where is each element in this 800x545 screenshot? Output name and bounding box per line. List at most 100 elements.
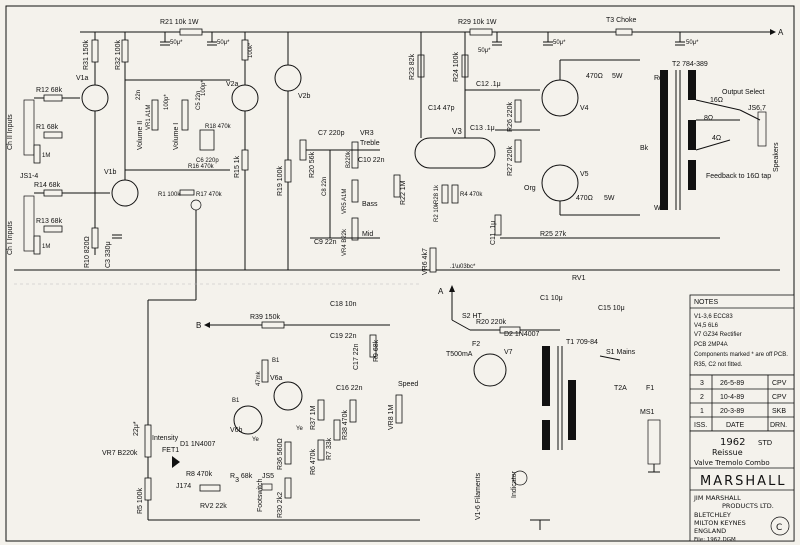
svg-text:22μ*: 22μ* xyxy=(133,421,140,436)
power-supply: A S2 HT R20 220k C1 10μ C15 10μ RV1 F2 T… xyxy=(438,275,661,530)
svg-text:R4 470k: R4 470k xyxy=(460,192,483,198)
svg-text:JS5: JS5 xyxy=(262,473,274,480)
svg-text:R6 470k: R6 470k xyxy=(310,448,317,475)
svg-text:S2 HT: S2 HT xyxy=(462,313,483,320)
svg-text:PCB 2MP4A: PCB 2MP4A xyxy=(694,342,728,348)
svg-text:100k*: 100k* xyxy=(248,42,254,58)
svg-text:Wh: Wh xyxy=(654,205,665,212)
svg-text:R25 27k: R25 27k xyxy=(540,231,567,238)
svg-text:R10 820Ω: R10 820Ω xyxy=(84,236,91,268)
svg-text:C1 10μ: C1 10μ xyxy=(540,295,563,302)
svg-text:VR4 B22k: VR4 B22k xyxy=(342,228,348,256)
svg-text:FET1: FET1 xyxy=(162,447,179,454)
svg-text:R13 68k: R13 68k xyxy=(36,218,63,225)
power-section: R26 220k R27 220k V4 V5 470Ω 5W 470Ω 5W … xyxy=(500,59,720,239)
svg-text:VR7 B220k: VR7 B220k xyxy=(102,450,138,457)
svg-text:R20 220k: R20 220k xyxy=(476,319,506,326)
svg-text:C6 220p: C6 220p xyxy=(196,158,219,164)
node-a-mid: A xyxy=(438,287,444,296)
svg-text:R1 68k: R1 68k xyxy=(36,124,59,131)
svg-text:C16 22n: C16 22n xyxy=(336,385,363,392)
svg-text:VR5 A1M: VR5 A1M xyxy=(342,189,348,214)
svg-text:2: 2 xyxy=(700,394,704,401)
svg-text:5W: 5W xyxy=(612,73,623,80)
svg-text:C7 220p: C7 220p xyxy=(318,130,345,137)
model-description: Valve Tremolo Combo xyxy=(694,459,770,467)
svg-text:Rd: Rd xyxy=(654,75,663,82)
svg-text:RV2 22k: RV2 22k xyxy=(200,503,227,510)
svg-text:D2 1N4007: D2 1N4007 xyxy=(504,331,540,338)
svg-text:C19 22n: C19 22n xyxy=(330,333,357,340)
svg-text:C5 22n: C5 22n xyxy=(196,91,202,110)
svg-text:R9 68k: R9 68k xyxy=(373,339,380,362)
valve-v6b xyxy=(233,405,263,435)
svg-text:50μ*: 50μ* xyxy=(553,40,566,46)
svg-text:V5: V5 xyxy=(580,171,589,178)
svg-text:4Ω: 4Ω xyxy=(712,135,721,142)
model-reissue: Reissue xyxy=(712,448,743,457)
svg-text:V1b: V1b xyxy=(104,169,117,176)
svg-text:D1 1N4007: D1 1N4007 xyxy=(180,441,216,448)
svg-text:V6a: V6a xyxy=(270,375,283,382)
svg-text:R24 100k: R24 100k xyxy=(453,52,460,82)
valve-v4 xyxy=(541,79,579,117)
svg-text:R35, C2 not fitted.: R35, C2 not fitted. xyxy=(694,362,743,368)
v1-stage: V1a V1b R31 150k R32 100k R10 820Ω C3 33… xyxy=(76,32,139,268)
svg-text:PRODUCTS LTD.: PRODUCTS LTD. xyxy=(722,502,774,510)
r29-label: R29 10k 1W xyxy=(458,19,497,26)
t3-choke-label: T3 Choke xyxy=(606,17,636,24)
svg-text:V3: V3 xyxy=(452,127,462,136)
svg-text:Output Select: Output Select xyxy=(722,89,764,96)
svg-text:MS1: MS1 xyxy=(640,409,655,416)
node-a-top: A xyxy=(778,28,784,37)
svg-text:R27 220k: R27 220k xyxy=(507,146,514,176)
svg-text:C15 10μ: C15 10μ xyxy=(598,305,625,312)
svg-text:R39 150k: R39 150k xyxy=(250,314,280,321)
svg-text:Speakers: Speakers xyxy=(773,142,780,172)
svg-text:T500mA: T500mA xyxy=(446,351,473,358)
svg-text:1M: 1M xyxy=(42,244,50,250)
svg-text:R12 68k: R12 68k xyxy=(36,87,63,94)
svg-text:VR3: VR3 xyxy=(360,130,374,137)
svg-text:S1 Mains: S1 Mains xyxy=(606,349,636,356)
notes-block: NOTES V1-3,6 ECC83 V4,5 6L6 V7 GZ34 Rect… xyxy=(689,294,795,376)
svg-text:C14 47p: C14 47p xyxy=(428,105,455,112)
svg-text:C13 .1μ: C13 .1μ xyxy=(470,125,495,132)
svg-text:V2b: V2b xyxy=(298,93,311,100)
svg-text:C17 22n: C17 22n xyxy=(353,343,360,370)
svg-text:C12 .1μ: C12 .1μ xyxy=(476,81,501,88)
svg-text:B1: B1 xyxy=(272,358,280,364)
svg-text:F1: F1 xyxy=(646,385,654,392)
svg-text:CPV: CPV xyxy=(772,394,787,401)
svg-text:C9 22n: C9 22n xyxy=(314,239,337,246)
svg-text:R14 68k: R14 68k xyxy=(34,182,61,189)
title-block: 1962 STD Reissue Valve Tremolo Combo MAR… xyxy=(689,430,795,543)
svg-text:C8 22n: C8 22n xyxy=(322,177,328,196)
svg-text:22n: 22n xyxy=(136,90,142,100)
svg-text:R1 100k: R1 100k xyxy=(158,192,181,198)
svg-text:1: 1 xyxy=(700,408,704,415)
svg-text:R7 33k: R7 33k xyxy=(326,437,333,460)
svg-text:Bk: Bk xyxy=(640,145,649,152)
drawing-border xyxy=(5,5,795,542)
model-std: STD xyxy=(758,439,772,447)
svg-text:R15 1k: R15 1k xyxy=(234,155,241,178)
svg-text:R2 10k: R2 10k xyxy=(434,202,440,222)
svg-text:50μ*: 50μ* xyxy=(217,40,230,46)
svg-text:16Ω: 16Ω xyxy=(710,97,723,104)
svg-text:Mid: Mid xyxy=(362,231,373,238)
svg-text:C18 10n: C18 10n xyxy=(330,301,357,308)
svg-text:B1: B1 xyxy=(232,398,240,404)
svg-text:VR6 4k7: VR6 4k7 xyxy=(422,248,429,275)
svg-text:T2A: T2A xyxy=(614,385,627,392)
svg-text:Ye: Ye xyxy=(252,437,259,443)
svg-text:Intensity: Intensity xyxy=(152,435,179,442)
svg-text:R19 100k: R19 100k xyxy=(277,166,284,196)
valve-v2b xyxy=(274,64,302,92)
svg-text:Volume II: Volume II xyxy=(137,121,144,150)
ch2-inputs-label: Ch II Inputs xyxy=(7,114,14,150)
svg-text:MILTON KEYNES: MILTON KEYNES xyxy=(694,519,746,527)
svg-text:470Ω: 470Ω xyxy=(576,195,593,202)
rev-row-date: 26-5-89 xyxy=(720,380,744,387)
svg-text:R18 470k: R18 470k xyxy=(205,124,232,130)
